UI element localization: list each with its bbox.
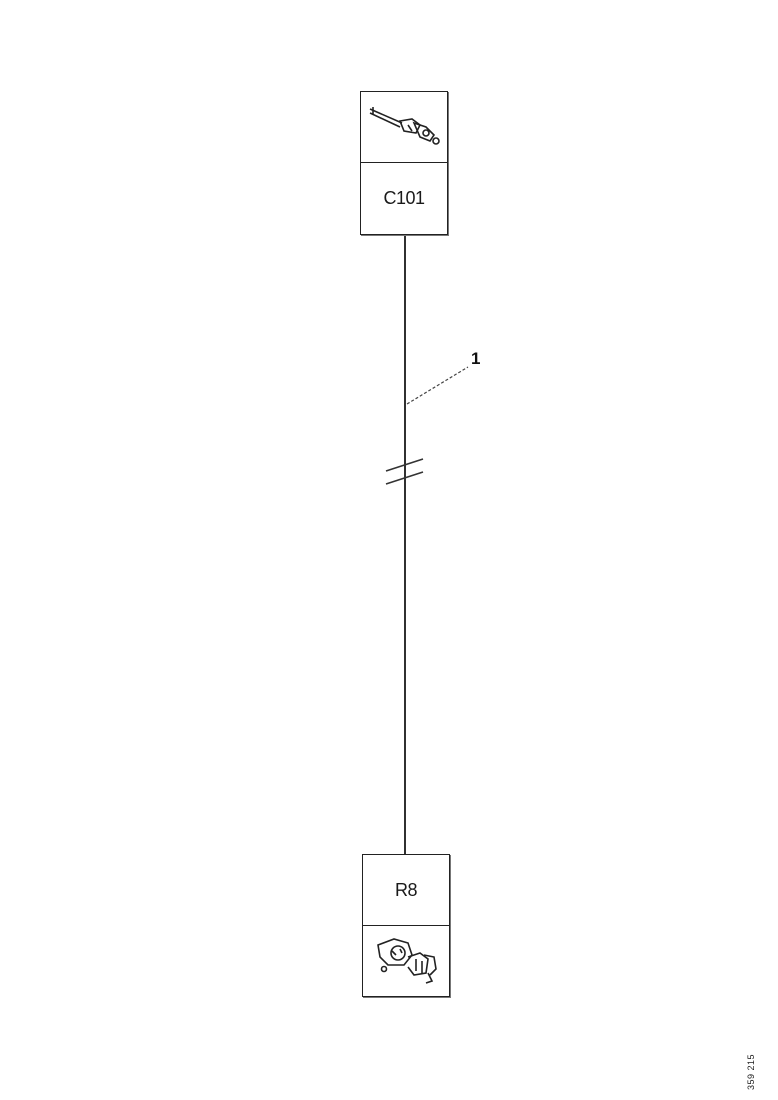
connector-label: C101	[383, 188, 425, 208]
connector-picture-cell	[361, 92, 447, 163]
callout-leader	[406, 366, 469, 405]
connector-label-cell: C101	[361, 163, 447, 234]
connector-label: R8	[394, 879, 418, 900]
connector-label-cell: R8	[363, 855, 449, 926]
connector-picture-cell	[363, 926, 449, 996]
wire-break-mark	[385, 458, 424, 485]
relay-connector-icon	[368, 929, 444, 994]
connector-r8: R8	[362, 854, 450, 997]
inline-connector-icon	[364, 97, 444, 158]
connector-c101: C101	[360, 91, 448, 235]
reference-code: 359 215	[746, 1053, 756, 1090]
wire-callout-number: 1	[471, 349, 481, 368]
